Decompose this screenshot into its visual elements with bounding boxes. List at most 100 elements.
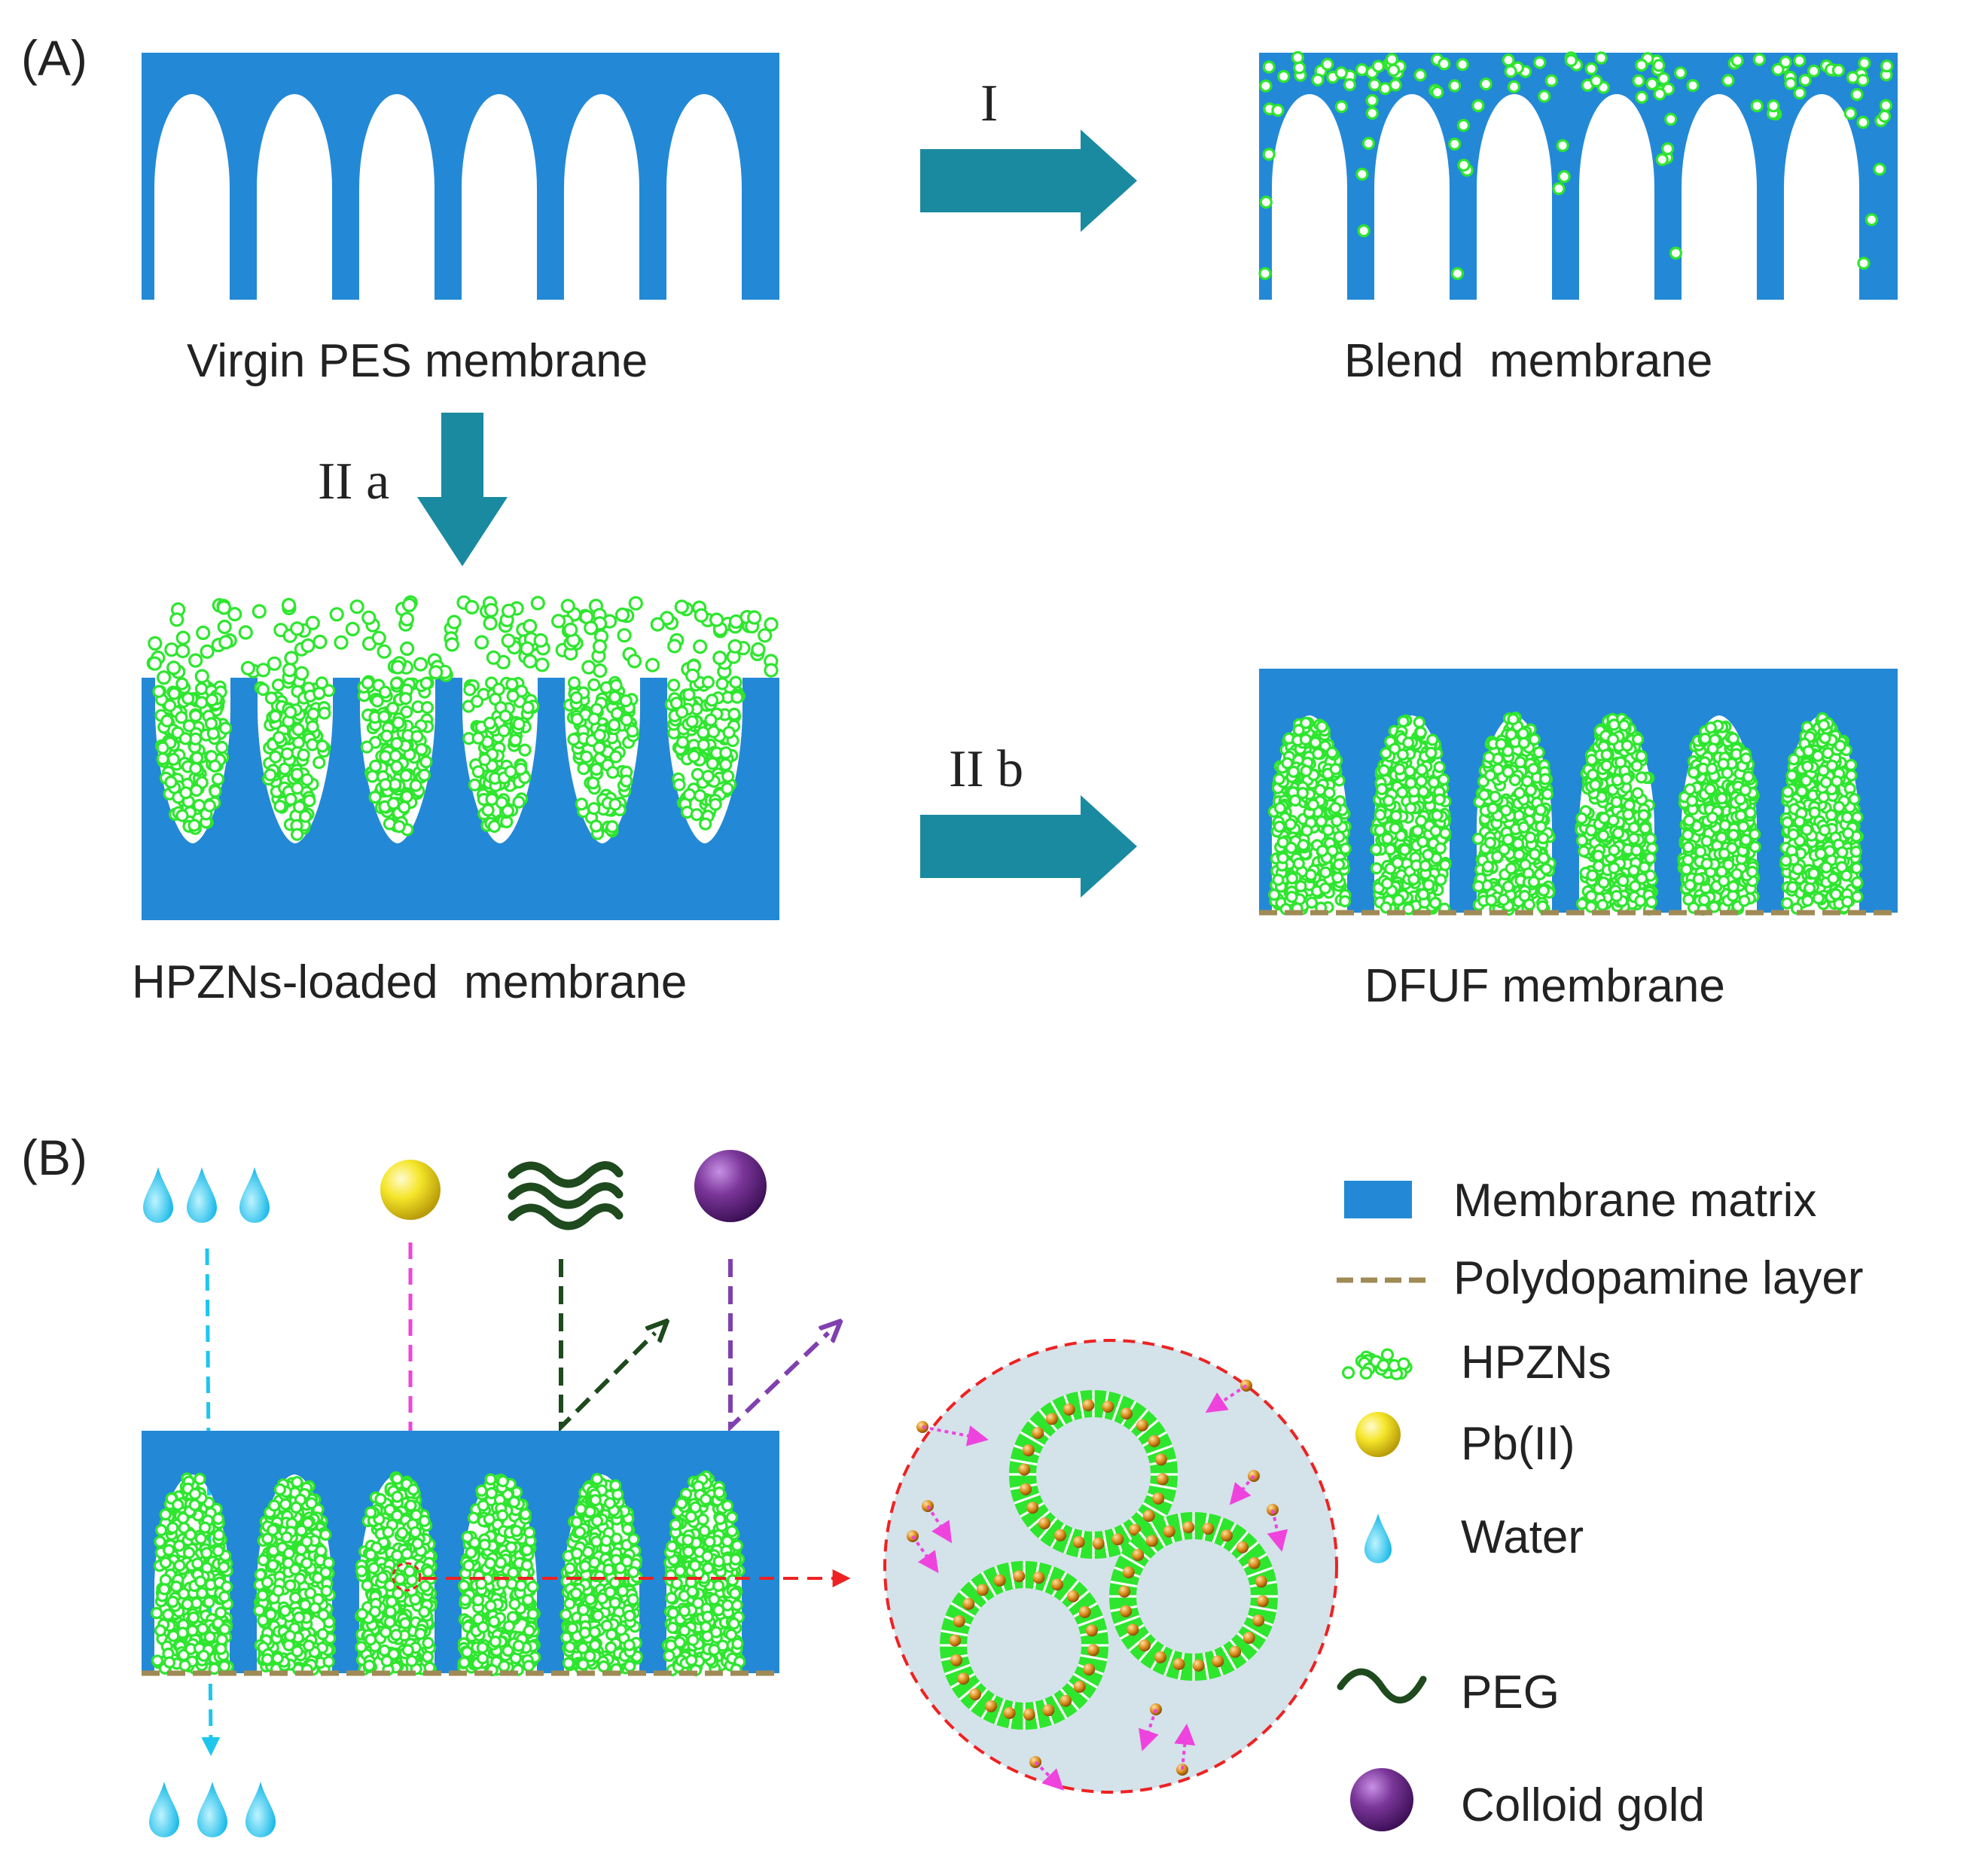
hpzn-particle	[1355, 167, 1369, 181]
hpzn-particle	[471, 765, 485, 779]
hpzn-particle	[1332, 858, 1346, 871]
hpzn-particle	[319, 1528, 332, 1541]
hpzn-particle	[1686, 794, 1699, 807]
hpzn-particle	[1683, 814, 1696, 827]
hpzn-particle	[681, 1534, 694, 1547]
hpzn-particle	[1718, 847, 1730, 860]
hpzn-particle	[681, 1545, 695, 1558]
hpzn-particle	[1331, 815, 1343, 828]
hpzn-particle	[166, 1521, 179, 1535]
hpzn-particle	[581, 660, 596, 675]
hpzn-particle	[1600, 749, 1613, 761]
hpzn-particle	[1630, 844, 1643, 857]
hpzn-particle	[523, 654, 538, 669]
hpzn-particle	[719, 758, 733, 772]
hpzn-particle	[1517, 736, 1530, 749]
hpzn-particle	[1528, 733, 1541, 746]
hpzn-particle	[360, 740, 374, 754]
hpzn-particle	[269, 750, 282, 764]
hpzn-particle	[410, 730, 424, 743]
hpzn-particle	[606, 766, 620, 779]
hpzn-particle	[461, 1645, 474, 1659]
hpzn-particle	[419, 1580, 431, 1593]
hpzn-particle	[1511, 837, 1525, 850]
hpzn-particle	[1779, 854, 1792, 867]
hpzn-particle	[306, 738, 319, 752]
hpzn-particle	[1378, 82, 1392, 96]
hpzn-particle	[316, 739, 329, 753]
hpzn-particle	[163, 1544, 175, 1556]
hpzn-particle	[298, 809, 313, 823]
hpzn-particle	[706, 725, 721, 739]
hpzn-particle	[1292, 724, 1305, 736]
hpzn-particle	[530, 596, 545, 611]
hpzn-particle	[1814, 847, 1827, 860]
virgin-membrane	[142, 53, 779, 300]
hpzn-particle	[181, 691, 195, 706]
hpzn-particle	[291, 828, 304, 841]
hpzn-particle	[191, 751, 204, 765]
hpzn-particle	[1730, 53, 1744, 68]
hpzn-particle	[156, 741, 169, 755]
hpzn-particle	[401, 1644, 414, 1657]
hpzn-particle	[1600, 759, 1613, 772]
hpzn-particle	[1608, 861, 1621, 875]
hpzn-particle	[1505, 862, 1517, 875]
hpzn-particle	[1319, 866, 1332, 879]
hpzn-particle	[1448, 79, 1462, 93]
hpzn-particle	[1807, 64, 1821, 78]
hpzn-particle	[303, 794, 316, 807]
blend-membrane-caption: Blend membrane	[1344, 335, 1712, 387]
hpzn-particle	[1471, 99, 1485, 112]
hpzn-particle	[294, 666, 309, 681]
hpzn-particle	[526, 1608, 539, 1621]
water-drop-icon	[245, 1782, 276, 1837]
hpzn-particle	[1801, 894, 1814, 907]
hpzn-particle	[197, 1622, 209, 1636]
hpzn-particle	[1370, 861, 1383, 875]
hpzn-particle	[204, 717, 218, 730]
hpzn-particle	[590, 1535, 603, 1548]
hpzn-particle	[1389, 822, 1401, 835]
hpzn-particle	[280, 747, 294, 761]
hpzn-particle	[694, 608, 709, 623]
hpzn-particle	[701, 1610, 714, 1624]
hpzn-particle	[1851, 876, 1864, 889]
hpzn-particle	[1502, 833, 1514, 846]
hpzn-particle	[376, 1571, 389, 1584]
hpzn-particle	[1669, 246, 1682, 260]
hpzn-particle	[1357, 224, 1371, 238]
hpzn-particle	[496, 1509, 509, 1522]
hpzn-particle	[175, 643, 191, 659]
hpzn-particle	[1544, 74, 1558, 87]
hpzn-particle	[514, 1579, 528, 1592]
hpzn-particle	[1334, 100, 1349, 114]
hpzn-particle	[390, 660, 405, 675]
hpzn-particle	[1477, 788, 1491, 801]
hpzn-particle	[1608, 843, 1621, 857]
hpzn-particle	[1845, 758, 1858, 772]
hpzn-particle	[418, 1514, 431, 1527]
hpzn-particle	[221, 1581, 233, 1593]
hpzn-particle	[318, 706, 331, 720]
hpzn-particle	[194, 669, 209, 684]
hpzn-particle	[1611, 827, 1624, 840]
hpzn-particle	[1635, 749, 1648, 763]
hpzn-particle	[560, 1608, 572, 1621]
hpzn-particle	[607, 718, 621, 732]
hpzn-particle	[208, 1662, 221, 1675]
hpzn-particle	[627, 1593, 639, 1606]
hpzn-particle	[313, 756, 326, 770]
hpzn-particle	[444, 637, 459, 652]
hpzn-particle	[1856, 115, 1870, 129]
hpzn-particle	[483, 716, 497, 730]
hpzn-particle	[590, 762, 603, 776]
hpzn-particle	[1384, 843, 1397, 856]
hpzn-particle	[1272, 874, 1285, 886]
hpzn-particle	[523, 1526, 536, 1539]
hpzn-particle	[284, 706, 297, 719]
hpzn-particle	[1740, 752, 1752, 765]
hpzn-particle	[667, 678, 681, 692]
hpzn-particle	[1402, 736, 1415, 749]
hpzn-particle	[1370, 843, 1383, 856]
